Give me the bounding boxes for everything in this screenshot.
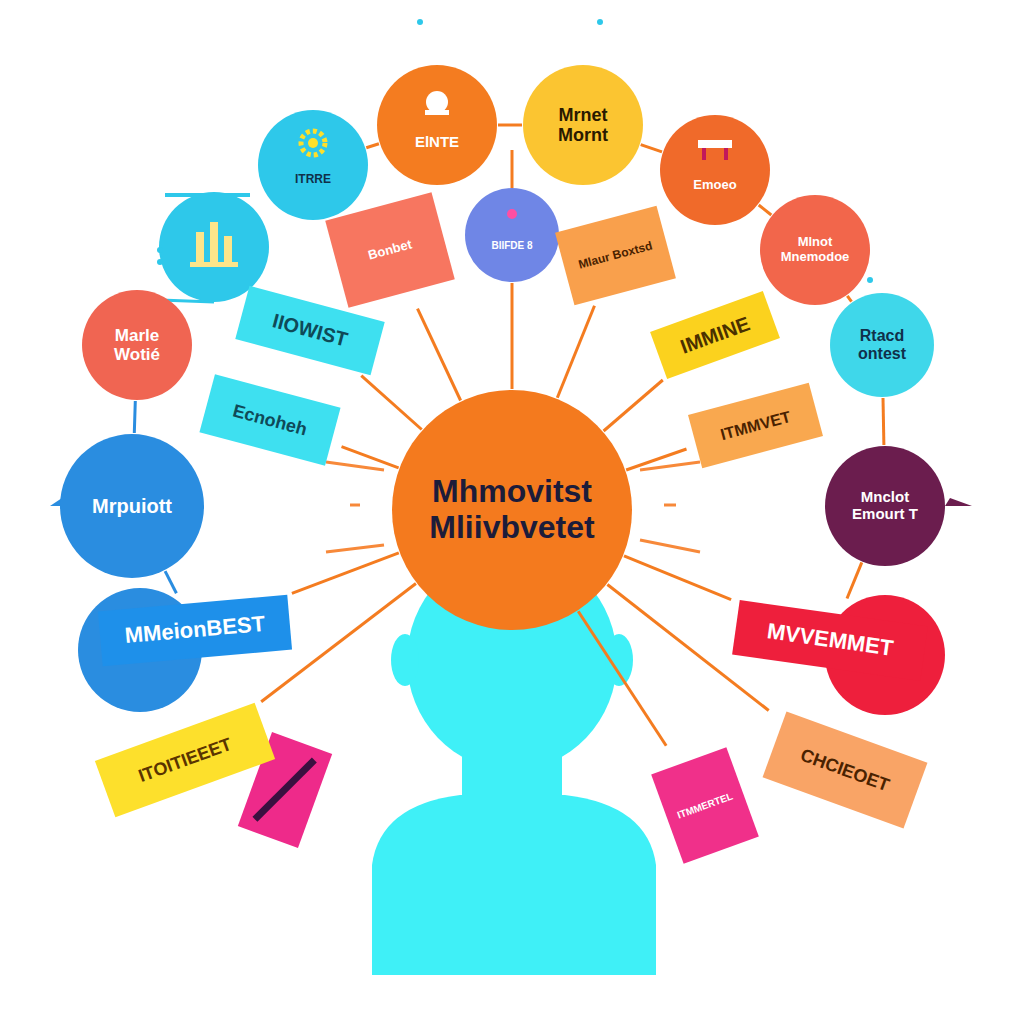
topic-box: CHCIEOET (763, 711, 928, 828)
topic-circle: Mrpuiott (60, 434, 204, 578)
topic-label: MVVEMMET (765, 619, 894, 661)
connector-line (292, 553, 399, 594)
topic-circle: Rtacd ontest (830, 293, 934, 397)
connector-line (626, 449, 686, 470)
topic-box: MVVEMMET (732, 600, 928, 681)
topic-label: Mrpuiott (92, 495, 172, 517)
topic-label: BIIFDE 8 (491, 240, 532, 251)
icon-part (702, 148, 706, 160)
topic-label: MMeionBEST (124, 612, 266, 649)
topic-circle: Mhmovitst Mliivbvetet (392, 390, 632, 630)
body-shape (372, 795, 656, 975)
topic-box: ITMMERTEL (651, 747, 759, 864)
pointer-tip (945, 498, 972, 506)
topic-box: Ecnoheh (199, 374, 340, 466)
topic-label: Mnclot Emourt T (840, 489, 931, 523)
topic-label: ITRRE (295, 173, 331, 186)
ray-line (350, 504, 360, 507)
connector-line (165, 571, 176, 593)
topic-circle: Mrnet Mornt (523, 65, 643, 185)
topic-circle: BIIFDE 8 (465, 188, 559, 282)
connector-line (557, 306, 594, 398)
tag-stripe (252, 757, 316, 821)
icon-part (190, 262, 238, 267)
topic-circle: Mlnot Mnemodoe (760, 195, 870, 305)
topic-label: Mhmovitst Mliivbvetet (409, 474, 615, 546)
connector-line (342, 447, 399, 468)
link-line (511, 150, 514, 188)
connector-line (134, 401, 135, 433)
building-icon (190, 222, 238, 267)
ear-shape (391, 634, 419, 686)
tree-icon (425, 91, 449, 115)
topic-circle: Emoeo (660, 115, 770, 225)
topic-box: MMeionBEST (98, 594, 292, 665)
icon-part (196, 232, 204, 262)
topic-box: IMMINE (650, 291, 780, 379)
topic-label: ITOITIEEET (136, 734, 235, 786)
connector-line (511, 283, 514, 389)
topic-label: IMMINE (677, 312, 753, 358)
topic-label: Mrnet Mornt (538, 105, 629, 145)
connector-line (604, 380, 663, 431)
dot (597, 19, 603, 25)
icon-part (426, 91, 448, 113)
connector-line (366, 144, 379, 148)
icon-part (210, 222, 218, 262)
connector-line (498, 124, 522, 127)
topic-label: ITMMVET (718, 407, 792, 443)
topic-label: Mlnot Mnemodoe (773, 235, 857, 264)
topic-box: ITMMVET (688, 382, 823, 467)
connector-line (847, 562, 862, 598)
topic-box: ITOITIEEET (95, 703, 275, 818)
icon-circle (159, 192, 269, 302)
link-line (165, 193, 250, 197)
ray-line (664, 504, 676, 507)
topic-label: Ecnoheh (231, 400, 310, 439)
topic-circle: ITRRE (258, 110, 368, 220)
icon-part (698, 140, 732, 148)
topic-label: Bonbet (366, 237, 413, 263)
connector-line (624, 556, 731, 600)
topic-circle: Marle Wotié (82, 290, 192, 400)
icon-part (224, 236, 232, 262)
icon-part (308, 138, 318, 148)
topic-label: ElNTE (415, 134, 459, 151)
dot (417, 19, 423, 25)
icon-part (301, 131, 325, 155)
topic-box: Mlaur Boxtsd (555, 205, 676, 305)
flower-icon (301, 131, 325, 155)
connector-line (641, 145, 662, 152)
dot (157, 247, 163, 253)
topic-circle: ElNTE (377, 65, 497, 185)
ray-line (640, 540, 700, 552)
dot (867, 277, 873, 283)
dot-icon (507, 209, 517, 219)
connector-line (578, 611, 666, 745)
topic-label: Mlaur Boxtsd (577, 239, 654, 272)
connector-line (759, 205, 772, 215)
topic-label: IIOWIST (270, 309, 350, 350)
topic-label: Rtacd ontest (843, 327, 922, 363)
ray-line (326, 462, 384, 470)
topic-label: ITMMERTEL (676, 790, 735, 820)
connector-line (882, 398, 886, 445)
icon-part (724, 148, 728, 160)
topic-circle: Mnclot Emourt T (825, 446, 945, 566)
ray-line (326, 545, 384, 552)
topic-label: Marle Wotié (95, 326, 179, 364)
topic-label: CHCIEOET (798, 745, 892, 796)
dot (157, 259, 163, 265)
connector-line (418, 309, 461, 401)
connector-line (847, 296, 851, 302)
device-icon (698, 140, 732, 160)
icon-part (425, 110, 449, 115)
connector-line (361, 376, 421, 430)
topic-label: Emoeo (693, 178, 736, 193)
ray-lines (326, 462, 700, 552)
